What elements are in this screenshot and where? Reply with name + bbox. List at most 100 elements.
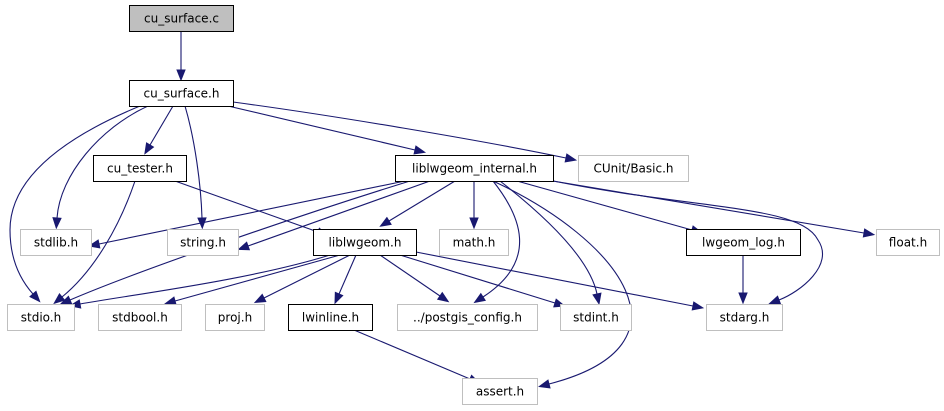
node-lwgeom-log-h[interactable]: lwgeom_log.h bbox=[686, 229, 801, 256]
arrowhead-icon bbox=[59, 295, 73, 305]
node-box bbox=[129, 5, 234, 32]
edge-line bbox=[353, 329, 471, 380]
edge-cu_surface_h-to-cu_tester_h bbox=[144, 105, 174, 155]
arrowhead-icon bbox=[53, 293, 66, 305]
node-label: stdint.h bbox=[573, 311, 619, 325]
node-stdio-h: stdio.h bbox=[7, 304, 75, 331]
node-label: ../postgis_config.h bbox=[413, 311, 522, 325]
edge-liblwgeom_h-to-stdbool_h bbox=[164, 254, 341, 306]
node-stdint-h: stdint.h bbox=[560, 304, 632, 331]
node-box bbox=[462, 378, 538, 405]
node-box bbox=[20, 229, 92, 256]
node-label: assert.h bbox=[476, 385, 524, 399]
node-box bbox=[129, 80, 234, 107]
node-box bbox=[395, 155, 554, 182]
arrowhead-icon bbox=[164, 296, 177, 306]
edge-liblwgeom_h-to-proj_h bbox=[253, 254, 351, 304]
node-label: cu_tester.h bbox=[107, 162, 173, 176]
edge-line bbox=[338, 254, 357, 295]
edge-line bbox=[482, 180, 521, 298]
node-liblwgeom-h[interactable]: liblwgeom.h bbox=[313, 229, 417, 256]
edge-line bbox=[79, 254, 331, 305]
edge-line bbox=[399, 254, 556, 304]
arrowhead-icon bbox=[334, 291, 344, 305]
node-label: float.h bbox=[889, 236, 927, 250]
node-label: cu_surface.h bbox=[144, 87, 220, 101]
edge-cu_surface_c-to-cu_surface_h bbox=[176, 31, 186, 82]
node-box bbox=[560, 304, 632, 331]
arrowhead-icon bbox=[436, 291, 450, 303]
edge-liblwgeom_internal_h-to-stdint_h bbox=[499, 180, 602, 306]
arrowhead-icon bbox=[768, 295, 782, 305]
edge-line bbox=[492, 180, 632, 385]
edge-liblwgeom_internal_h-to-lwgeom_log_h bbox=[516, 180, 703, 235]
node-box bbox=[7, 304, 75, 331]
edge-cu_tester_h-to-stdio_h bbox=[53, 180, 136, 305]
edge-line bbox=[149, 105, 174, 146]
arrowhead-icon bbox=[538, 379, 551, 389]
node-box bbox=[205, 304, 265, 331]
arrowhead-icon bbox=[52, 217, 62, 230]
edge-liblwgeom_h-to-lwinline_h bbox=[334, 254, 357, 305]
arrowhead-icon bbox=[237, 241, 251, 251]
arrowhead-icon bbox=[144, 142, 155, 155]
edge-liblwgeom_internal_h-to-stdarg_h bbox=[552, 180, 824, 305]
edge-liblwgeom_internal_h-to-math_h bbox=[469, 181, 479, 230]
node-lwinline-h[interactable]: lwinline.h bbox=[288, 304, 373, 331]
edge-cu_tester_h-to-liblwgeom_h bbox=[174, 180, 329, 237]
node-cu-surface-h[interactable]: cu_surface.h bbox=[129, 80, 234, 107]
node-box bbox=[313, 229, 417, 256]
edge-line bbox=[174, 180, 319, 233]
edge-cu_surface_h-to-liblwgeom_internal_h bbox=[227, 105, 427, 155]
edge-line bbox=[56, 105, 149, 219]
node-label: string.h bbox=[180, 236, 226, 250]
node-box bbox=[686, 229, 801, 256]
node-cu-tester-h[interactable]: cu_tester.h bbox=[93, 155, 187, 182]
node-cunit-basic-h: CUnit/Basic.h bbox=[578, 155, 689, 182]
node-box bbox=[98, 304, 182, 331]
edge-line bbox=[98, 180, 406, 245]
node-cu-surface-c[interactable]: cu_surface.c bbox=[129, 5, 234, 32]
node-label: CUnit/Basic.h bbox=[593, 162, 673, 176]
edge-cu_surface_h-to-string_h bbox=[184, 105, 207, 230]
edge-line bbox=[61, 180, 136, 298]
edge-line bbox=[388, 180, 456, 222]
arrowhead-icon bbox=[176, 69, 186, 82]
edge-line bbox=[379, 254, 441, 297]
node-stdlib-h: stdlib.h bbox=[20, 229, 92, 256]
node-assert-h: assert.h bbox=[462, 378, 538, 405]
node-box bbox=[876, 229, 940, 256]
node-label: proj.h bbox=[218, 311, 252, 325]
edge-line bbox=[552, 180, 824, 301]
node-box bbox=[93, 155, 187, 182]
arrowhead-icon bbox=[469, 217, 479, 230]
node-label: lwgeom_log.h bbox=[702, 236, 785, 250]
node-label: stdio.h bbox=[21, 311, 61, 325]
arrowhead-icon bbox=[29, 290, 41, 303]
edge-line bbox=[499, 180, 598, 295]
node-label: math.h bbox=[453, 236, 496, 250]
node-box bbox=[578, 155, 689, 182]
node-box bbox=[288, 304, 373, 331]
node-liblwgeom-internal-h[interactable]: liblwgeom_internal.h bbox=[395, 155, 554, 182]
node-label: stdarg.h bbox=[720, 311, 770, 325]
node-proj-h: proj.h bbox=[205, 304, 265, 331]
node-label: liblwgeom.h bbox=[329, 236, 402, 250]
edge-liblwgeom_internal_h-to-string_h bbox=[237, 180, 431, 251]
node-label: liblwgeom_internal.h bbox=[412, 162, 537, 176]
arrowhead-icon bbox=[379, 216, 392, 227]
node-box bbox=[706, 304, 783, 331]
node-box bbox=[397, 304, 538, 331]
arrowhead-icon bbox=[592, 292, 602, 306]
arrowhead-icon bbox=[413, 145, 427, 155]
node-stdbool-h: stdbool.h bbox=[98, 304, 182, 331]
arrowhead-icon bbox=[862, 228, 876, 238]
edge-liblwgeom_h-to-stdio_h bbox=[68, 254, 331, 309]
edge-line bbox=[516, 180, 693, 231]
edge-liblwgeom_internal_h-to-postgis_config_h bbox=[473, 180, 521, 304]
node-box bbox=[167, 229, 239, 256]
arrowhead-icon bbox=[691, 301, 705, 311]
edge-liblwgeom_h-to-stdarg_h bbox=[415, 251, 705, 311]
